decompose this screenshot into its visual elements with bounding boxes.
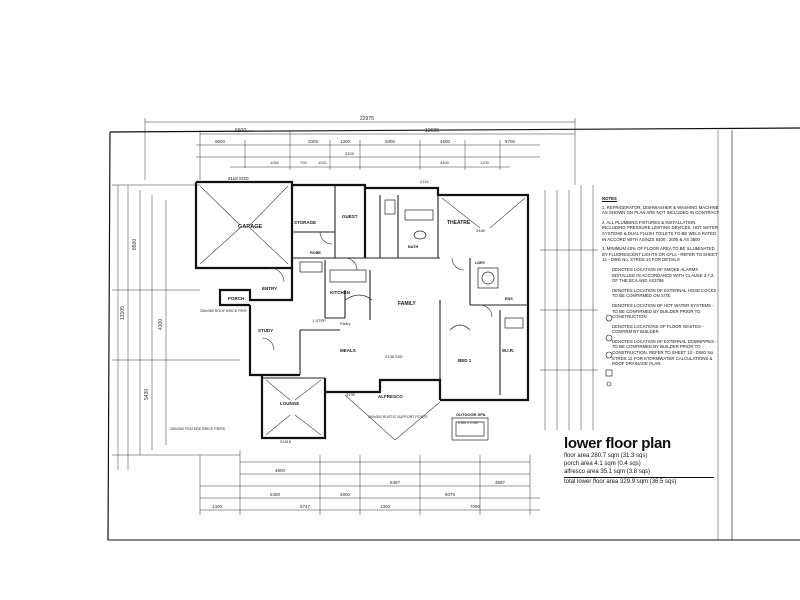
room-meals: MEALS <box>340 348 356 353</box>
room-theatre: THEATRE <box>447 220 471 226</box>
dim-d8: 5700 <box>505 139 516 144</box>
note-item: 3. MINIMUM 40% OF FLOOR AREA TO BE ILLUM… <box>602 246 718 263</box>
top-dimension-lines <box>144 118 576 185</box>
room-wir: W.I.R. <box>502 348 514 353</box>
room-family: FAMILY <box>398 301 417 307</box>
interior-walls <box>262 185 528 395</box>
note-step: 1 STEP <box>312 318 326 323</box>
room-entry: ENTRY <box>262 286 277 291</box>
note-item: DENOTES LOCATION OF SMOKE ALARMS INSTALL… <box>612 266 715 284</box>
note-meals-dim: 2138 SIID <box>385 354 403 359</box>
note-item: DENOTES LOCATION OF EXTERNAL DOWNPIPES -… <box>612 338 717 367</box>
room-guest: GUEST <box>342 214 358 219</box>
floor-area: floor area 280.7 sqm (31.3 sqs) <box>564 453 648 459</box>
note-spa-size: 2.8m x 2.0m <box>458 421 478 425</box>
summary-title: lower floor plan <box>564 435 671 452</box>
dim-left-l4: 4100 <box>158 319 164 330</box>
dim-d9: 1054 <box>270 160 280 165</box>
alfresco-area: alfresco area 35.1 sqm (3.8 sqs) <box>564 469 651 475</box>
room-bed1: BED 1 <box>458 358 472 363</box>
bottom-dimension-lines <box>199 450 540 515</box>
room-alfresco: ALFRESCO <box>378 394 403 399</box>
note-pantry: Pantry <box>340 322 351 326</box>
roof-lines <box>199 185 526 441</box>
room-porch: PORCH <box>228 296 244 301</box>
dim-b3: 3597 <box>495 480 506 485</box>
dim-d14: 1200 <box>480 160 490 165</box>
dim-b4: 5460 <box>270 492 281 497</box>
dim-overall: 22975 <box>360 116 374 122</box>
left-dimension-lines <box>112 184 240 470</box>
dim-d7: 4500 <box>440 139 451 144</box>
porch-area: porch area 4.1 sqm (0.4 sqs) <box>564 461 641 467</box>
dim-d10: 700 <box>300 160 307 165</box>
right-dimension-lines <box>540 185 598 430</box>
dim-d6: 5300 <box>385 139 396 144</box>
note-feature-piers: 350x350 FEATURE BRICK PIERS <box>170 427 226 431</box>
dim-d4: 3305 <box>308 139 319 144</box>
dim-d3: 6600 <box>215 139 226 144</box>
dim-d15: 2115 <box>420 179 429 184</box>
exterior-walls <box>194 180 530 440</box>
fixtures <box>299 199 524 441</box>
room-lounge: LOUNGE <box>280 401 299 406</box>
dim-b8: 1400 <box>212 504 223 509</box>
dim-left-l2: 8500 <box>132 239 138 250</box>
dim-b10: 7090 <box>470 504 481 509</box>
area-summary: lower floor plan floor area 280.7 sqm (3… <box>564 436 714 486</box>
note-rustic-posts: 300x300 RUSTIC SUPPORT POSTS <box>368 415 428 419</box>
notes-panel: NOTES 1. REFRIGERATOR, DISHWASHER & WASH… <box>602 196 720 371</box>
dim-left-l1: 13105 <box>120 306 126 320</box>
dim-right-block: 13620 <box>425 128 439 134</box>
room-garage: GARAGE <box>238 224 262 230</box>
room-bath: BATH <box>408 245 419 249</box>
notes-heading: NOTES <box>602 196 617 201</box>
note-lounge-dim: 31818 <box>280 439 292 444</box>
room-ldry: LDRY <box>475 261 486 265</box>
room-outdoor-spa: OUTDOOR SPA <box>456 412 486 417</box>
note-item: 2. ALL PLUMBING FIXTURES & INSTALLATION … <box>602 219 718 242</box>
room-storage: STORAGE <box>294 220 316 225</box>
note-alfresco-dim: 3195 <box>346 392 356 397</box>
dim-b2: 8487 <box>390 480 401 485</box>
legend-symbols <box>605 314 613 387</box>
room-kitchen: KITCHEN <box>330 290 350 295</box>
note-item: 1. REFRIGERATOR, DISHWASHER & WASHING MA… <box>602 204 720 216</box>
dim-b6: 6075 <box>445 492 456 497</box>
note-item: DENOTES LOCATION OF HOT WATER SYSTEMS - … <box>612 302 714 320</box>
room-robe: ROBE <box>310 251 321 255</box>
sheet-border <box>107 127 800 541</box>
dim-d5: 1300 <box>340 139 351 144</box>
note-theatre-dim: 3189 <box>476 228 486 233</box>
dim-left-l3: 5430 <box>144 389 150 400</box>
note-garage-roof: 2118 SOD <box>228 176 249 181</box>
total-area: total lower floor area 329.9 sqm (36.5 s… <box>564 477 714 486</box>
dim-left-block: 6600 <box>235 128 246 134</box>
dim-b1: 4800 <box>275 468 286 473</box>
door-swings <box>261 231 493 351</box>
dim-d13: 4400 <box>440 160 450 165</box>
dim-d12: 3305 <box>345 151 355 156</box>
note-porch-pier: 350x350 ROOF BRICK PIER <box>200 309 247 313</box>
note-item: DENOTES LOCATIONS OF FLOOR WASTES - CONF… <box>612 323 704 335</box>
dim-b5: 4800 <box>340 492 351 497</box>
room-ens: ENS <box>505 297 513 301</box>
room-study: STUDY <box>258 328 273 333</box>
dim-b7: 5747 <box>300 504 311 509</box>
note-item: DENOTES LOCATION OF EXTERNAL HOSE COCKS … <box>612 287 719 299</box>
dim-d11: 1120 <box>318 160 327 165</box>
dim-b9: 1300 <box>380 504 391 509</box>
